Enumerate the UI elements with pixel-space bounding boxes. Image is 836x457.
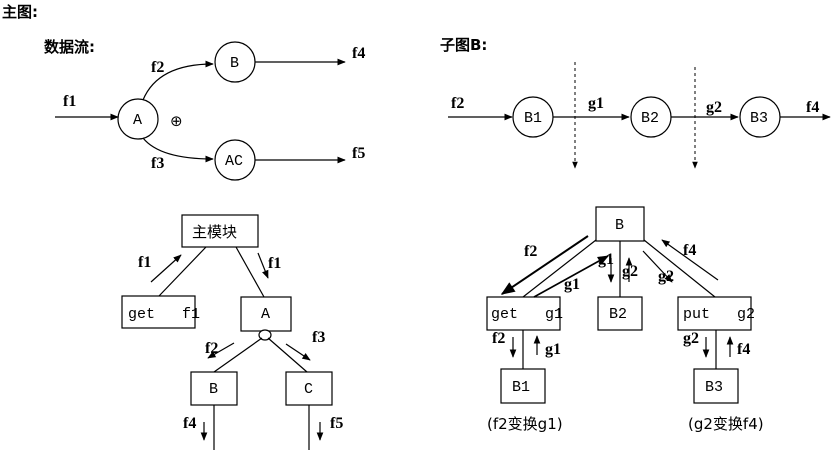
node-b2-text: B2 <box>641 110 659 127</box>
dataflow-graph: f1 A ⊕ f2 f3 B AC f4 f5 <box>55 41 365 181</box>
label-g1-mid: g1 <box>598 251 614 268</box>
module-b-box <box>190 371 238 406</box>
arrow-f3 <box>285 343 311 361</box>
label-f4-diag: f4 <box>683 242 696 259</box>
label-f3: f3 <box>312 329 325 346</box>
arrow-g1-diag <box>533 255 609 298</box>
label-f5: f5 <box>330 415 343 432</box>
module-c-box <box>285 371 333 406</box>
b-module-box <box>595 206 645 242</box>
label-g2-down: g2 <box>683 330 699 347</box>
put-g2-text: put g2 <box>683 306 755 323</box>
get-f1-box <box>121 295 196 329</box>
label-g1-diag: g1 <box>564 276 580 293</box>
edge-b-get <box>522 239 597 298</box>
arrow-f4-diag <box>661 239 719 281</box>
edge-a-b <box>213 337 263 373</box>
main-module-text: 主模块 <box>192 223 237 241</box>
arrow-f2-up <box>500 235 589 295</box>
dataflow-title: 数据流: <box>44 38 95 56</box>
node-ac-text: AC <box>225 153 243 170</box>
module-a-box <box>240 296 292 332</box>
node-a-text: A <box>133 112 142 129</box>
node-b1-text: B1 <box>524 110 542 127</box>
main-module-box <box>181 214 259 248</box>
label-f1-up: f1 <box>138 254 151 271</box>
node-b-text: B <box>230 55 239 72</box>
sub-g2-label: g2 <box>706 99 722 116</box>
flow-f5-label: f5 <box>352 145 365 162</box>
flow-f2-arrow <box>142 60 214 101</box>
subgraph-b: f2 B1 g1 B2 g2 B3 f4 <box>448 62 831 169</box>
b2-module-text: B2 <box>609 306 627 323</box>
arrow-f1-down <box>257 252 269 279</box>
module-b-text: B <box>209 381 218 398</box>
flow-f2-label: f2 <box>151 59 164 76</box>
label-f2-up: f2 <box>524 243 537 260</box>
module-a-text: A <box>261 306 270 323</box>
b2-module-box <box>597 296 643 331</box>
combine-symbol: ⊕ <box>170 112 183 130</box>
left-structure-chart: 主模块 get f1 A f1 f1 f2 f3 B C f4 f5 <box>121 214 343 450</box>
edge-a-c <box>267 337 308 373</box>
get-g1-text: get g1 <box>491 306 563 323</box>
put-g2-box <box>677 296 752 331</box>
label-f2: f2 <box>205 340 218 357</box>
edge-main-a <box>235 246 265 298</box>
module-c-text: C <box>304 381 313 398</box>
flow-f4-label: f4 <box>352 45 365 62</box>
edge-main-get <box>158 246 207 297</box>
b3-module-box <box>693 368 739 404</box>
label-f1-down: f1 <box>268 255 281 272</box>
selection-diamond <box>258 329 272 341</box>
caption-right: (g2变换f4) <box>688 415 764 433</box>
right-structure-chart: B get g1 B2 put g2 f2 g1 g1 g2 g2 f4 B1 … <box>486 206 764 433</box>
sub-f4-label: f4 <box>806 99 819 116</box>
b3-module-text: B3 <box>705 379 723 396</box>
main-title: 主图: <box>2 3 38 21</box>
label-g2-mid: g2 <box>622 263 638 280</box>
node-b3-text: B3 <box>750 110 768 127</box>
label-f4: f4 <box>183 415 196 432</box>
flow-f3-label: f3 <box>151 155 164 172</box>
label-f4-up: f4 <box>737 341 750 358</box>
arrow-g2-diag <box>642 250 673 283</box>
b1-module-text: B1 <box>512 379 530 396</box>
flow-f3-arrow <box>142 137 214 163</box>
b1-module-box <box>500 368 546 404</box>
subgraph-title: 子图B: <box>440 36 487 54</box>
arrow-f1-up <box>150 254 182 283</box>
get-g1-box <box>486 296 561 331</box>
label-g1-up: g1 <box>545 341 561 358</box>
label-f2-down: f2 <box>492 330 505 347</box>
caption-left: (f2变换g1) <box>487 415 563 433</box>
edge-b-put <box>643 239 716 298</box>
sub-g1-label: g1 <box>588 95 604 112</box>
arrow-f2 <box>207 342 235 359</box>
get-f1-text: get f1 <box>128 306 200 323</box>
node-a-circle <box>117 98 159 140</box>
sub-f2-label: f2 <box>451 95 464 112</box>
flow-f1-label: f1 <box>63 93 76 110</box>
label-g2-diag: g2 <box>658 268 674 285</box>
b-module-text: B <box>615 217 624 234</box>
